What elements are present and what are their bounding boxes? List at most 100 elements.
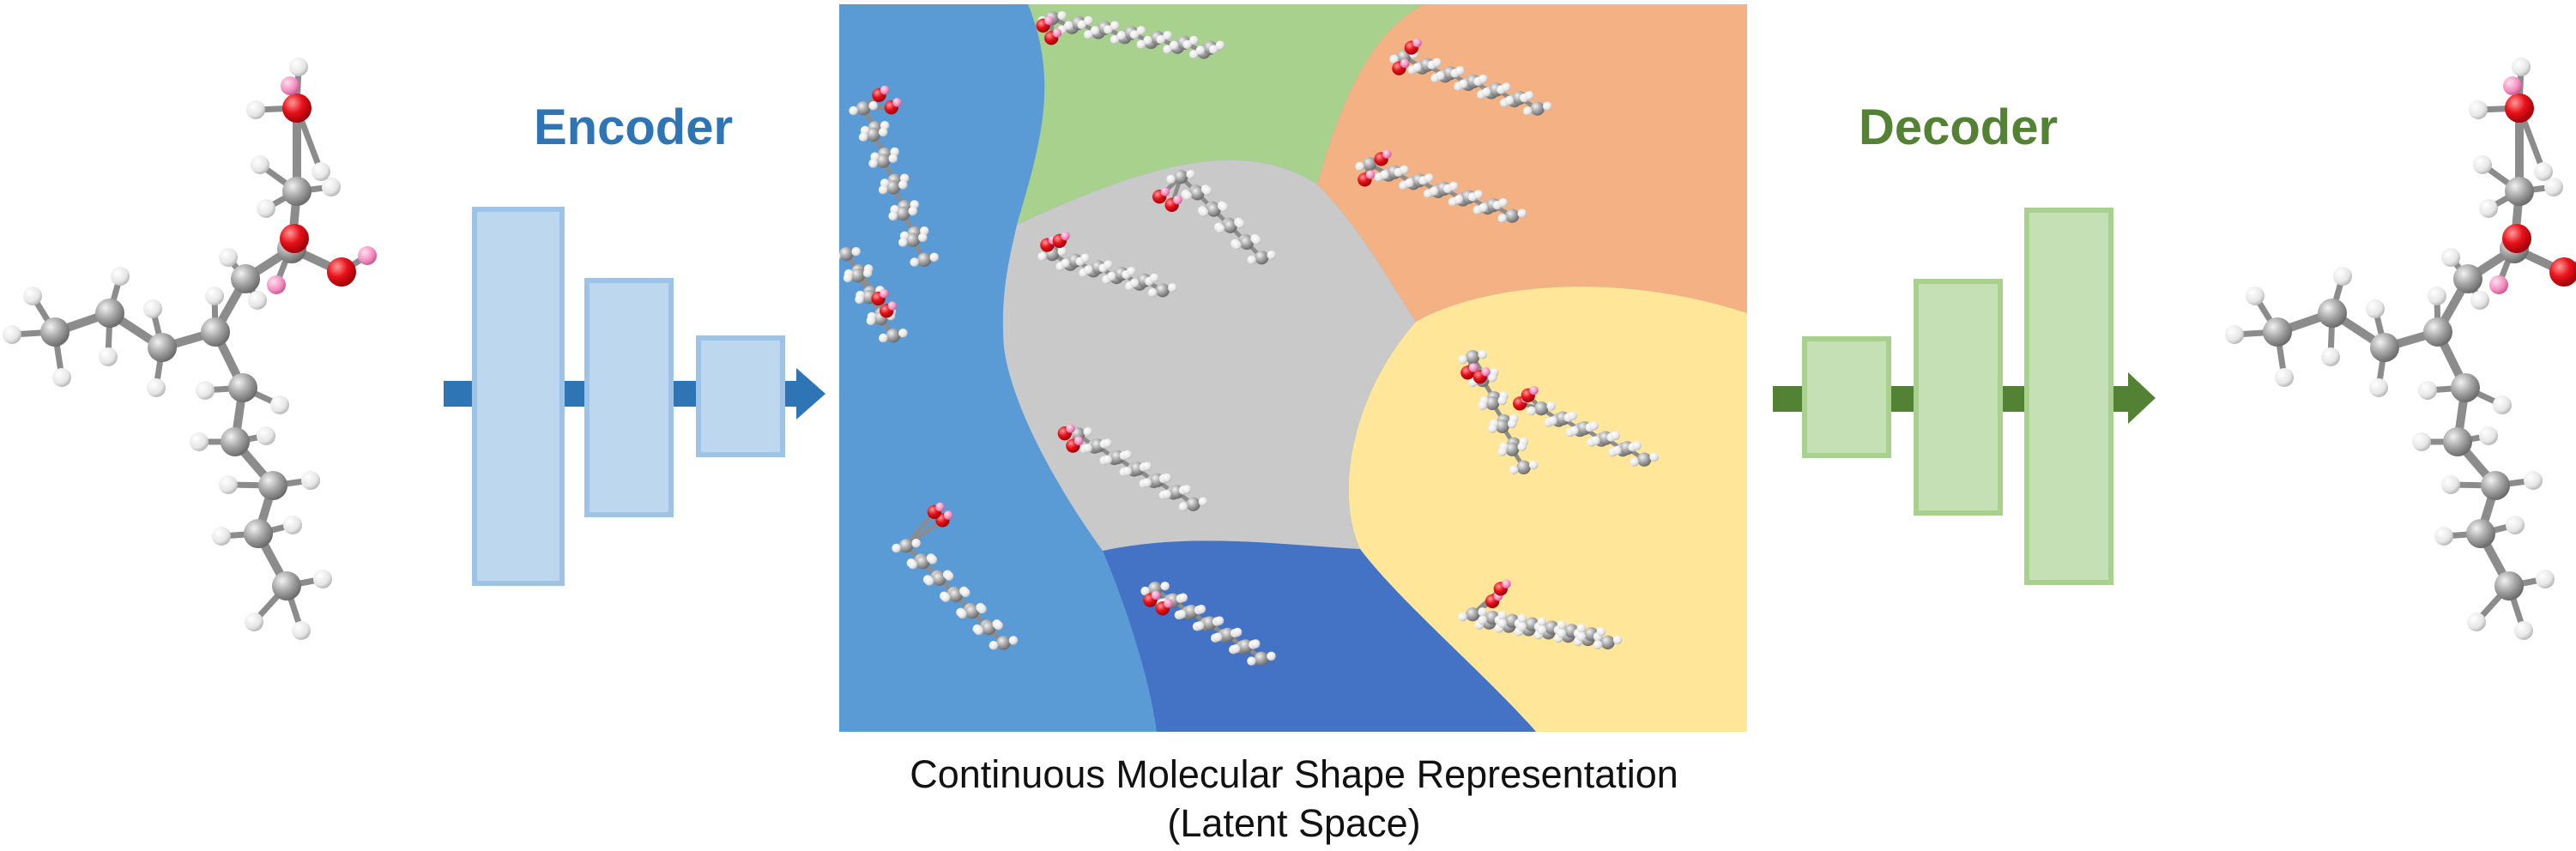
hydrogen-atom bbox=[1057, 247, 1067, 257]
latent-molecule bbox=[849, 85, 939, 267]
hydrogen-atom bbox=[2225, 325, 2244, 344]
hydrogen-atom bbox=[1156, 34, 1166, 45]
hydrogen-atom bbox=[245, 613, 263, 631]
hydroxyl-hydrogen-atom bbox=[1382, 149, 1392, 159]
hydrogen-atom bbox=[1591, 436, 1600, 445]
hydrogen-atom bbox=[1247, 255, 1256, 265]
hydrogen-atom bbox=[2275, 368, 2294, 387]
hydrogen-atom bbox=[1209, 45, 1218, 54]
latent-space bbox=[839, 4, 1747, 732]
carbon-atom bbox=[1495, 419, 1509, 433]
hydroxyl-hydrogen-atom bbox=[2489, 275, 2508, 294]
hydrogen-atom bbox=[1498, 198, 1508, 208]
hydrogen-atom bbox=[1104, 260, 1113, 269]
carbon-atom bbox=[2466, 519, 2495, 548]
latent-molecule bbox=[1037, 231, 1177, 298]
hydrogen-atom bbox=[1122, 450, 1133, 460]
decoder: Decoder bbox=[1773, 100, 2156, 585]
hydroxyl-hydrogen-atom bbox=[1481, 367, 1491, 377]
latent-region-orange bbox=[1317, 4, 1747, 322]
hydrogen-atom bbox=[868, 159, 878, 168]
hydrogen-atom bbox=[1632, 441, 1642, 450]
hydrogen-atom bbox=[99, 347, 118, 366]
hydrogen-atom bbox=[1507, 419, 1517, 429]
encoder: Encoder bbox=[444, 100, 825, 586]
hydrogen-atom bbox=[1143, 35, 1152, 45]
carbon-atom bbox=[1155, 283, 1170, 298]
hydrogen-atom bbox=[1568, 411, 1577, 421]
hydrogen-atom bbox=[1037, 251, 1047, 262]
carbon-atom bbox=[948, 588, 963, 602]
hydrogen-atom bbox=[1478, 350, 1487, 359]
latent-molecule bbox=[1355, 149, 1527, 223]
latent-molecules bbox=[839, 11, 1659, 666]
hydrogen-atom bbox=[878, 184, 888, 195]
hydrogen-atom bbox=[147, 378, 166, 397]
decoder-layer-1 bbox=[1802, 336, 1891, 458]
hydrogen-atom bbox=[1497, 395, 1507, 406]
hydroxyl-hydrogen-atom bbox=[1502, 579, 1511, 588]
hydroxyl-hydrogen-atom bbox=[1365, 170, 1376, 179]
hydrogen-atom bbox=[849, 106, 858, 116]
carbon-atom bbox=[1505, 442, 1520, 456]
carbon-atom bbox=[1190, 186, 1205, 201]
latent-molecule bbox=[892, 502, 1019, 650]
hydrogen-atom bbox=[196, 381, 215, 400]
carbon-atom bbox=[2263, 317, 2292, 347]
hydrogen-atom bbox=[2536, 570, 2555, 588]
hydroxyl-hydrogen-atom bbox=[1164, 599, 1173, 608]
hydrogen-atom bbox=[1202, 186, 1212, 196]
hydrogen-atom bbox=[866, 316, 876, 326]
latent-region-yellow bbox=[1348, 287, 1747, 732]
hydrogen-atom bbox=[1501, 82, 1511, 92]
hydrogen-atom bbox=[1077, 20, 1086, 30]
oxygen-atom bbox=[327, 257, 356, 287]
hydrogen-atom bbox=[1487, 372, 1497, 383]
hydrogen-atom bbox=[311, 162, 330, 181]
hydroxyl-hydrogen-atom bbox=[880, 85, 890, 95]
carbon-atom bbox=[221, 427, 250, 456]
carbon-atom bbox=[2451, 373, 2480, 402]
hydrogen-atom bbox=[1142, 478, 1152, 488]
hydrogen-atom bbox=[879, 333, 888, 343]
hydrogen-atom bbox=[2321, 347, 2340, 366]
hydrogen-atom bbox=[1537, 625, 1547, 635]
carbon-atom bbox=[1485, 395, 1500, 411]
hydrogen-atom bbox=[2369, 378, 2388, 397]
hydrogen-atom bbox=[1432, 57, 1442, 68]
hydrogen-atom bbox=[270, 395, 289, 414]
hydrogen-atom bbox=[219, 475, 238, 494]
encoder-layer-2 bbox=[584, 278, 674, 517]
hydrogen-atom bbox=[257, 199, 275, 218]
hydroxyl-hydrogen-atom bbox=[281, 76, 299, 95]
hydrogen-atom bbox=[910, 257, 919, 267]
hydrogen-atom bbox=[911, 539, 921, 548]
latent-molecule bbox=[839, 247, 908, 343]
carbon-atom bbox=[1466, 607, 1480, 622]
hydrogen-atom bbox=[1524, 91, 1534, 100]
hydrogen-atom bbox=[257, 426, 275, 445]
hydrogen-atom bbox=[1182, 39, 1192, 50]
hydrogen-atom bbox=[2479, 199, 2498, 218]
hydrogen-atom bbox=[1429, 186, 1439, 196]
hydrogen-atom bbox=[248, 291, 267, 310]
hydrogen-atom bbox=[1487, 424, 1497, 433]
hydrogen-atom bbox=[1404, 178, 1414, 188]
latent-molecule bbox=[1458, 579, 1623, 649]
hydrogen-atom bbox=[301, 471, 320, 490]
hydrogen-atom bbox=[1478, 202, 1488, 213]
hydrogen-atom bbox=[1576, 631, 1587, 642]
hydrogen-atom bbox=[1195, 45, 1206, 55]
carbon-atom bbox=[899, 539, 914, 553]
hydrogen-atom bbox=[1194, 621, 1205, 631]
hydrogen-atom bbox=[1504, 95, 1515, 106]
carbon-atom bbox=[886, 329, 901, 343]
hydrogen-atom bbox=[283, 516, 302, 534]
hydrogen-atom bbox=[1355, 161, 1364, 172]
hydrogen-atom bbox=[940, 593, 951, 602]
hydrogen-atom bbox=[868, 101, 878, 111]
hydroxyl-hydrogen-atom bbox=[1160, 187, 1170, 196]
hydrogen-atom bbox=[1557, 628, 1567, 638]
hydrogen-atom bbox=[1517, 622, 1527, 631]
